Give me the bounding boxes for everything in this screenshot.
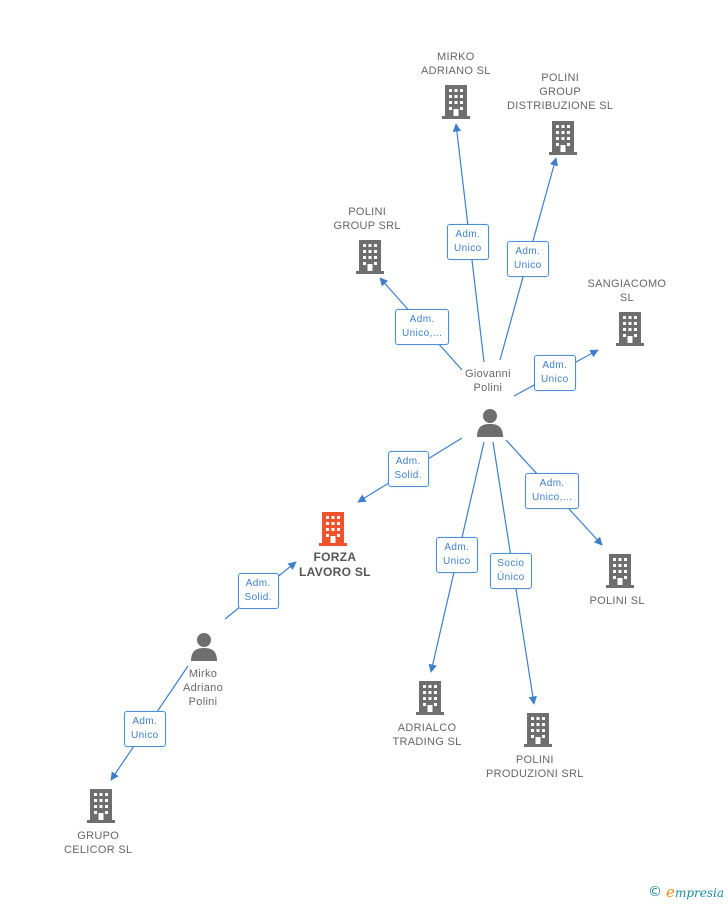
brand-e: e xyxy=(666,883,675,901)
building-icon-mirko_adriano_sl[interactable] xyxy=(442,85,470,119)
icon-layer xyxy=(87,85,644,823)
node-label-polini_produzioni[interactable]: POLINI PRODUZIONI SRL xyxy=(486,754,584,780)
building-icon-polini_sl[interactable] xyxy=(606,554,634,588)
building-icon-polini_group_srl[interactable] xyxy=(356,240,384,274)
edge-label-e8[interactable]: Socio Único xyxy=(490,553,532,589)
person-icon-giovanni_polini[interactable] xyxy=(477,409,503,437)
building-icon-polini_produzioni[interactable] xyxy=(524,713,552,747)
edge-label-e2[interactable]: Adm. Unico xyxy=(507,241,549,277)
building-icon-forza_lavoro[interactable] xyxy=(319,512,347,546)
node-label-mirko_adriano_sl[interactable]: MIRKO ADRIANO SL xyxy=(421,51,491,77)
node-label-sangiacomo_sl[interactable]: SANGIACOMO SL xyxy=(587,278,667,304)
building-icon-sangiacomo_sl[interactable] xyxy=(616,312,644,346)
empresia-watermark[interactable]: © empresia xyxy=(648,883,724,901)
edge-label-e9[interactable]: Adm. Solid. xyxy=(237,573,279,609)
node-label-giovanni_polini[interactable]: Giovanni Polini xyxy=(465,368,511,394)
edge-label-e5[interactable]: Adm. Solid. xyxy=(387,451,429,487)
building-icon-grupo_celicor[interactable] xyxy=(87,789,115,823)
copyright-icon: © xyxy=(648,884,663,900)
edge-label-e6[interactable]: Adm. Unico,... xyxy=(525,473,580,509)
edge-label-e3[interactable]: Adm. Unico,... xyxy=(395,309,450,345)
edge-label-e1[interactable]: Adm. Unico xyxy=(447,224,489,260)
node-label-grupo_celicor[interactable]: GRUPO CELICOR SL xyxy=(64,830,133,856)
brand-name: mpresia xyxy=(674,886,724,900)
edge-label-e10[interactable]: Adm. Unico xyxy=(124,711,166,747)
node-label-polini_group_srl[interactable]: POLINI GROUP SRL xyxy=(333,206,401,232)
building-icon-polini_group_dist[interactable] xyxy=(549,121,577,155)
node-label-forza_lavoro[interactable]: FORZA LAVORO SL xyxy=(299,550,371,579)
node-label-mirko_adriano_polini[interactable]: Mirko Adriano Polini xyxy=(183,668,224,708)
person-icon-mirko_adriano_polini[interactable] xyxy=(191,633,217,661)
node-label-adrialco_trading[interactable]: ADRIALCO TRADING SL xyxy=(392,722,462,748)
node-label-polini_group_dist[interactable]: POLINI GROUP DISTRIBUZIONE SL xyxy=(507,72,614,112)
edge-label-e7[interactable]: Adm. Unico xyxy=(436,537,478,573)
node-label-polini_sl[interactable]: POLINI SL xyxy=(589,595,645,607)
edge-label-e4[interactable]: Adm. Unico xyxy=(534,355,576,391)
building-icon-adrialco_trading[interactable] xyxy=(416,681,444,715)
